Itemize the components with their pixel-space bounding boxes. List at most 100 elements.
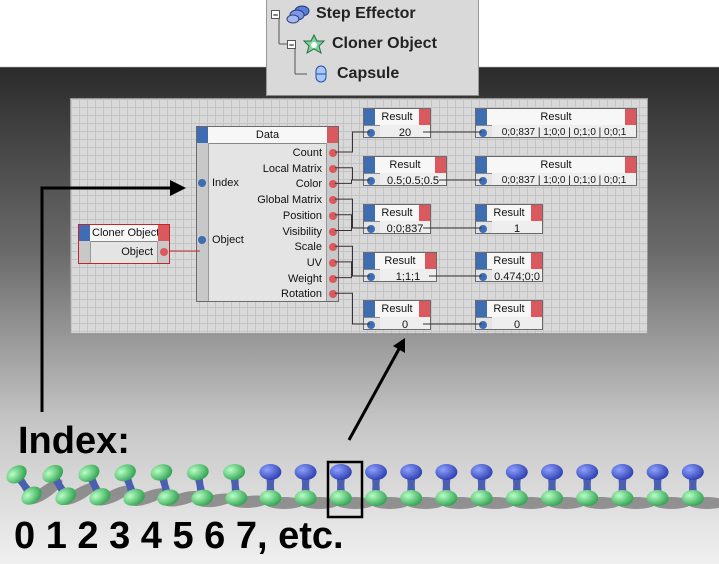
output-port-color[interactable] (329, 180, 337, 189)
tree-item-label: Cloner Object (332, 35, 437, 52)
output-port-global-matrix[interactable] (329, 196, 337, 205)
output-port-label: Weight (287, 272, 322, 285)
output-ports-handle[interactable] (625, 157, 636, 173)
result-node[interactable]: Result 0 (475, 300, 543, 331)
input-ports-handle[interactable] (476, 301, 487, 317)
input-port[interactable] (367, 177, 375, 185)
node-title: Cloner Object (92, 227, 160, 239)
input-ports-handle[interactable] (364, 109, 375, 125)
node-header[interactable]: Result (476, 301, 542, 318)
node-title: Result (540, 111, 572, 123)
capsule-clone (42, 464, 98, 506)
output-ports-handle[interactable] (158, 225, 169, 241)
result-value: 0;0;837 | 1;0;0 | 0;1;0 | 0;0;1 (492, 125, 636, 138)
output-ports-handle[interactable] (425, 253, 436, 269)
capsule-clone (78, 464, 133, 506)
input-ports-handle[interactable] (476, 109, 487, 125)
result-value: 0;0;837 | 1;0;0 | 0;1;0 | 0;0;1 (492, 173, 636, 186)
output-port-position[interactable] (329, 211, 337, 220)
result-value: 0.474;0;0 (492, 269, 542, 283)
result-value: 0 (492, 317, 542, 331)
input-ports-handle[interactable] (364, 157, 375, 173)
node-header[interactable]: Result (476, 109, 636, 126)
tree-item-label: Step Effector (316, 5, 416, 22)
input-ports-handle[interactable] (364, 205, 375, 221)
node-header[interactable]: Result (476, 157, 636, 174)
input-ports-handle[interactable] (364, 301, 375, 317)
input-port-object[interactable] (198, 236, 206, 244)
output-ports-handle[interactable] (327, 127, 338, 143)
output-port-uv[interactable] (329, 258, 337, 267)
node-title: Result (384, 255, 416, 267)
input-ports-handle[interactable] (364, 253, 375, 269)
input-ports-handle[interactable] (476, 253, 487, 269)
index-caption: Index: (18, 420, 130, 462)
collapse-toggle[interactable]: − (287, 39, 296, 50)
input-ports-handle[interactable] (79, 225, 90, 241)
collapse-toggle[interactable]: − (271, 9, 280, 20)
input-port-index[interactable] (198, 179, 206, 187)
result-node[interactable]: Result 0;0;837 | 1;0;0 | 0;1;0 | 0;0;1 (475, 108, 637, 138)
output-ports-handle[interactable] (419, 301, 430, 317)
node-header[interactable]: Result (476, 253, 542, 270)
output-port-rotation[interactable] (329, 290, 337, 299)
node-header[interactable]: Cloner Object (79, 225, 169, 242)
node-header[interactable]: Result (364, 205, 430, 222)
output-port-count[interactable] (329, 149, 337, 157)
output-ports-handle[interactable] (419, 109, 430, 125)
output-port-label: Visibility (282, 225, 322, 238)
input-port[interactable] (479, 321, 487, 329)
input-port[interactable] (479, 129, 487, 137)
tree-item-capsule[interactable]: Capsule (311, 64, 399, 84)
node-header[interactable]: Result (364, 157, 446, 174)
output-ports-handle[interactable] (531, 301, 542, 317)
output-port-label: UV (306, 256, 322, 269)
result-value: 0 (380, 317, 430, 331)
input-ports-handle[interactable] (476, 157, 487, 173)
output-port-local-matrix[interactable] (329, 164, 337, 173)
tree-item-cloner-object[interactable]: − Cloner Object (287, 34, 437, 54)
output-port-label: Scale (294, 241, 322, 254)
node-header[interactable]: Result (364, 301, 430, 318)
result-node[interactable]: Result 0 (363, 300, 431, 331)
input-port[interactable] (367, 321, 375, 329)
input-port[interactable] (479, 273, 487, 281)
input-port[interactable] (479, 225, 487, 233)
input-port[interactable] (367, 129, 375, 137)
cloner-object-icon (302, 34, 326, 54)
node-header[interactable]: Result (364, 253, 436, 270)
node-title: Result (381, 303, 413, 315)
capsule-clone (6, 465, 63, 505)
output-ports-handle[interactable] (531, 205, 542, 221)
input-port[interactable] (367, 273, 375, 281)
output-ports-handle[interactable] (435, 157, 446, 173)
output-ports-handle[interactable] (419, 205, 430, 221)
object-output-port[interactable] (160, 248, 168, 256)
output-port-label: Color (295, 178, 322, 191)
tree-item-step-effector[interactable]: − Step Effector (271, 4, 416, 24)
node-title: Result (493, 303, 525, 315)
output-port-scale[interactable] (329, 243, 337, 252)
node-header[interactable]: Data (197, 127, 338, 144)
node-header[interactable]: Result (476, 205, 542, 222)
output-port-weight[interactable] (329, 274, 337, 283)
output-port-label: Rotation (281, 288, 322, 301)
node-header[interactable]: Result (364, 109, 430, 126)
output-ports-handle[interactable] (625, 109, 636, 125)
input-ports-handle[interactable] (197, 127, 208, 143)
output-port-label: Local Matrix (262, 162, 322, 175)
input-port[interactable] (367, 225, 375, 233)
input-port[interactable] (479, 177, 487, 185)
input-ports-handle[interactable] (476, 205, 487, 221)
output-ports-handle[interactable] (531, 253, 542, 269)
output-port-visibility[interactable] (329, 227, 337, 236)
cloner-object-node[interactable]: Cloner Object Object (78, 224, 170, 264)
